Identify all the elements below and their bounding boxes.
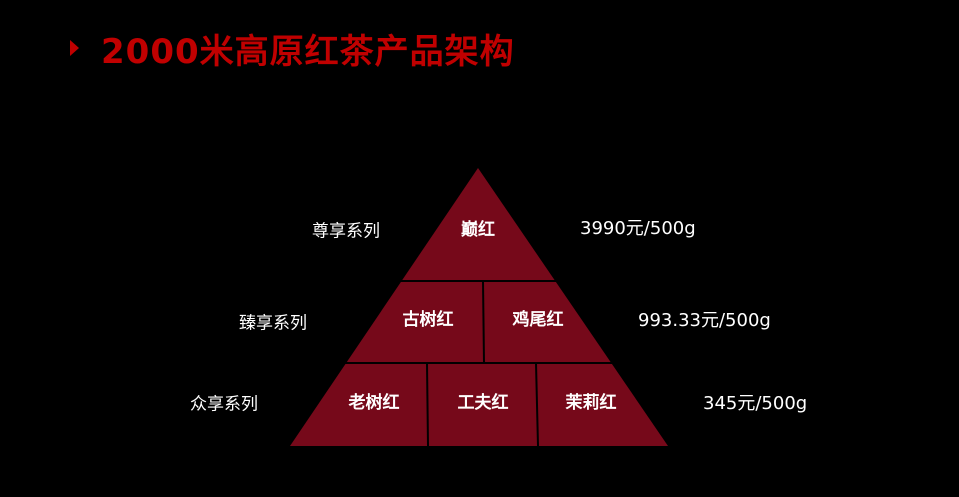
- series-label-top: 尊享系列: [312, 221, 380, 242]
- series-label-bottom: 众享系列: [190, 394, 258, 415]
- product-dianhong: 巅红: [461, 219, 495, 240]
- product-laoshuhong: 老树红: [348, 392, 400, 413]
- cell-divider-bottom-right: [535, 362, 539, 447]
- product-molihong: 茉莉红: [566, 392, 617, 413]
- cell-divider-middle: [482, 280, 485, 364]
- title-arrow-icon: [70, 40, 79, 56]
- product-gushuhong: 古树红: [403, 309, 454, 330]
- cell-divider-bottom-left: [426, 362, 429, 447]
- product-gongfuhong: 工夫红: [458, 392, 509, 413]
- slide-title: 2000米高原红茶产品架构: [70, 22, 515, 74]
- price-label-top: 3990元/500g: [580, 218, 696, 239]
- series-label-middle: 臻享系列: [239, 313, 307, 334]
- price-label-middle: 993.33元/500g: [638, 310, 771, 331]
- pyramid-shape: [290, 168, 668, 446]
- title-text: 2000米高原红茶产品架构: [101, 31, 515, 72]
- price-label-bottom: 345元/500g: [703, 393, 808, 414]
- product-jiweihong: 鸡尾红: [512, 309, 564, 330]
